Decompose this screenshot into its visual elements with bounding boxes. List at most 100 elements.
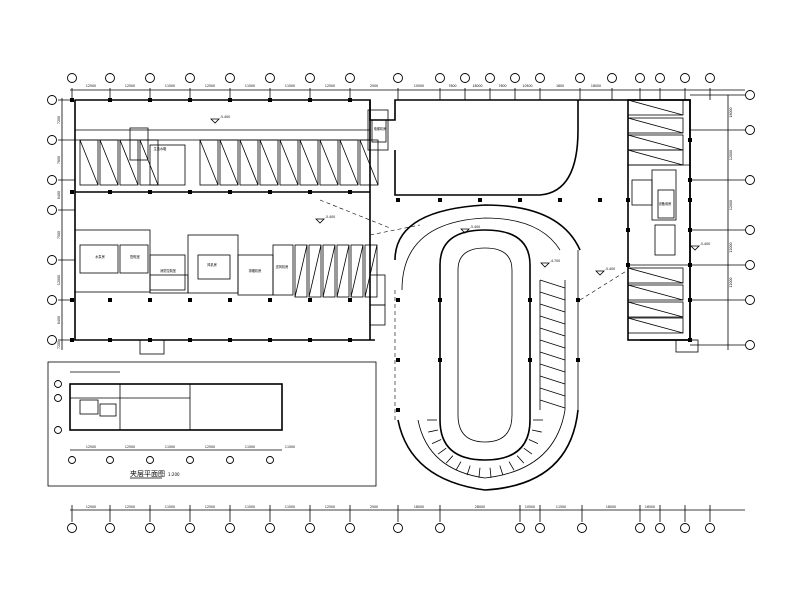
column: [148, 338, 152, 342]
column: [396, 298, 400, 302]
column: [268, 298, 272, 302]
axis-bubble: [705, 73, 715, 83]
axis-bubble: [47, 255, 57, 265]
oval-ramp: [394, 204, 581, 491]
parking-stall: [627, 284, 684, 301]
dimension-label: 11500: [165, 84, 175, 88]
column: [308, 298, 312, 302]
dimension-label: 12000: [57, 275, 61, 285]
elevation-label: -5.400: [700, 242, 710, 246]
axis-bubble: [185, 523, 195, 533]
parking-stall: [364, 244, 378, 298]
column: [228, 190, 232, 194]
axis-bubble: [185, 73, 195, 83]
column: [70, 190, 74, 194]
column: [108, 190, 112, 194]
dimension-label: 8400: [57, 191, 61, 199]
parking-stall: [319, 139, 339, 186]
axis-bubble: [655, 523, 665, 533]
stall-diagonal: [339, 139, 359, 186]
dimension-label: 12500: [325, 84, 335, 88]
dimension-label: 12000: [729, 200, 733, 210]
ramp-tick: [539, 351, 566, 361]
column: [108, 298, 112, 302]
top-room-strip: [75, 109, 389, 186]
axis-bubble: [305, 523, 315, 533]
axis-bubbles-left: [47, 95, 57, 345]
dimension-label: 12500: [86, 84, 96, 88]
ramp-tick: [539, 375, 566, 385]
axis-bubble: [47, 335, 57, 345]
mezzanine-inset: [47, 361, 377, 487]
column: [598, 198, 602, 202]
stall-diagonal: [199, 139, 219, 186]
axis-bubble: [745, 340, 755, 350]
axis-bubble: [54, 394, 62, 402]
ramp-tick-marks: [427, 279, 566, 478]
axis-bubble: [635, 73, 645, 83]
ramp-tick: [499, 465, 504, 476]
elevation-triangle: [460, 228, 470, 234]
dimension-label: 2500: [370, 505, 378, 509]
elevation-label: -5.400: [470, 225, 480, 229]
dimension-label: 11500: [285, 505, 295, 509]
stall-diagonal: [308, 244, 322, 298]
stall-diagonal: [627, 134, 684, 151]
parking-stall: [79, 139, 99, 186]
ramp-tick: [528, 439, 539, 444]
stall-diagonal: [627, 301, 684, 318]
ramp-tick: [431, 439, 442, 444]
axis-bubble: [393, 73, 403, 83]
dimension-label: 11500: [245, 445, 255, 449]
column: [626, 263, 630, 267]
axis-bubble: [745, 90, 755, 100]
dimension-label: 11500: [285, 445, 295, 449]
dimension-label: 12500: [86, 505, 96, 509]
column: [70, 98, 74, 102]
column: [268, 98, 272, 102]
axis-bubble: [705, 523, 715, 533]
ramp-tick: [445, 455, 454, 464]
room-labels: 水泵房配电室消防控制室风机房排烟机房送风机房生活水箱电梯机房设备用房: [95, 126, 671, 273]
equipment-rooms: [74, 229, 386, 355]
stall-diagonal: [79, 139, 99, 186]
column: [396, 408, 400, 412]
parking-stall: [294, 244, 308, 298]
stall-diagonal: [239, 139, 259, 186]
stall-diagonal: [322, 244, 336, 298]
column: [108, 338, 112, 342]
axis-bubble: [345, 73, 355, 83]
column: [148, 98, 152, 102]
axis-bubble: [67, 523, 77, 533]
parking-stalls-top: [79, 139, 379, 186]
dimension-label: 12500: [125, 445, 135, 449]
stall-diagonal: [119, 139, 139, 186]
room-label: 风机房: [207, 262, 217, 267]
parking-stall: [299, 139, 319, 186]
axis-bubble: [67, 73, 77, 83]
dimension-label: 11500: [285, 84, 295, 88]
parking-stall: [627, 149, 684, 166]
column: [576, 358, 580, 362]
axis-bubble: [105, 523, 115, 533]
column: [70, 298, 74, 302]
column: [438, 358, 442, 362]
dimension-label: 10500: [522, 84, 532, 88]
stall-diagonal: [627, 99, 684, 116]
axis-bubble: [68, 456, 76, 464]
axis-bubble: [635, 523, 645, 533]
axis-bubble: [54, 380, 62, 388]
ramp-tick: [539, 291, 566, 301]
dimension-label: 11500: [245, 84, 255, 88]
stall-diagonal: [627, 117, 684, 134]
column: [576, 298, 580, 302]
column: [688, 198, 692, 202]
room-label: 排烟机房: [249, 268, 262, 273]
parking-stall: [627, 117, 684, 134]
stall-diagonal: [336, 244, 350, 298]
dimension-label: 11500: [245, 505, 255, 509]
axis-bubble: [47, 295, 57, 305]
ramp-tick: [489, 467, 492, 478]
dimension-label: 12500: [205, 445, 215, 449]
column: [438, 198, 442, 202]
